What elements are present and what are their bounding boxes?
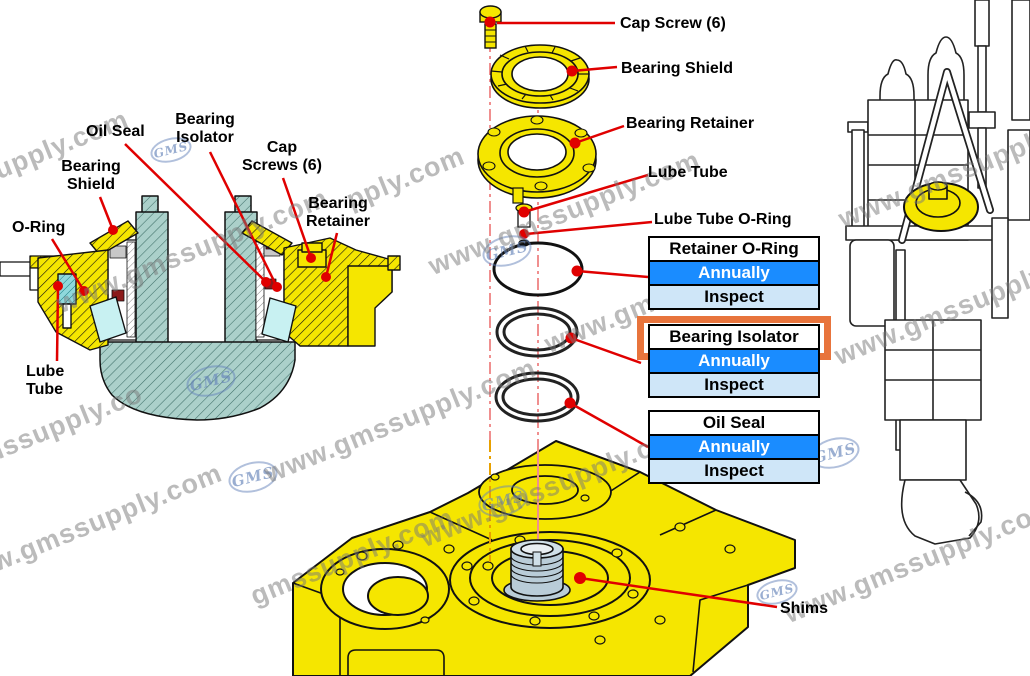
table-action-cell: Inspect [648,284,820,310]
label-bearing-isolator-left: Bearing Isolator [175,111,235,146]
table-oil-seal: Oil Seal Annually Inspect [648,410,820,484]
exploded-leader-dots [484,16,586,584]
bearing-isolator-part [495,306,579,358]
centerlines-lower [489,440,539,562]
shaft-hub [503,539,571,602]
label-bearing-retainer: Bearing Retainer [626,115,755,132]
right-housing [241,220,401,347]
table-title-cell: Oil Seal [648,410,820,436]
left-housing [37,220,139,351]
label-lube-tube-left: Lube Tube [26,363,65,398]
gearbox-left-opening [320,548,450,630]
cross-section-diagram [0,143,401,421]
table-title-cell: Retainer O-Ring [648,236,820,262]
table-schedule-cell: Annually [648,348,820,374]
label-lube-tube: Lube Tube [648,164,728,181]
label-oil-seal-left: Oil Seal [86,123,145,140]
table-title-cell: Bearing Isolator [648,324,820,350]
exploded-view [477,5,597,423]
table-schedule-cell: Annually [648,260,820,286]
label-bearing-retainer-left: Bearing Retainer [305,195,371,230]
gearbox-upper-boss [478,464,612,520]
table-bearing-isolator: Bearing Isolator Annually Inspect [648,324,820,398]
bearing-retainer-part [477,115,597,204]
left-leader-dots [53,225,331,296]
table-action-cell: Inspect [648,458,820,484]
oil-seal-part [494,371,580,423]
exploded-leaders [497,21,778,609]
table-action-cell: Inspect [648,372,820,398]
label-shims: Shims [780,600,829,617]
shaft-section [99,195,296,421]
pump-machine [845,0,1030,545]
table-retainer-o-ring: Retainer O-Ring Annually Inspect [648,236,820,310]
table-schedule-cell: Annually [648,434,820,460]
label-o-ring-left: O-Ring [12,219,66,236]
label-cap-screws-left: Cap Screws (6) [241,139,323,174]
bearing-rollers [89,296,297,343]
bearing-shield-part [490,44,590,109]
label-lube-tube-o-ring: Lube Tube O-Ring [654,211,792,228]
label-bearing-shield: Bearing Shield [621,60,734,77]
label-cap-screw: Cap Screw (6) [620,15,726,32]
machine-retainer-highlight [903,181,979,232]
left-leaders [50,143,339,362]
label-bearing-shield-left: Bearing Shield [61,158,121,193]
gearbox-bolts [335,473,736,645]
